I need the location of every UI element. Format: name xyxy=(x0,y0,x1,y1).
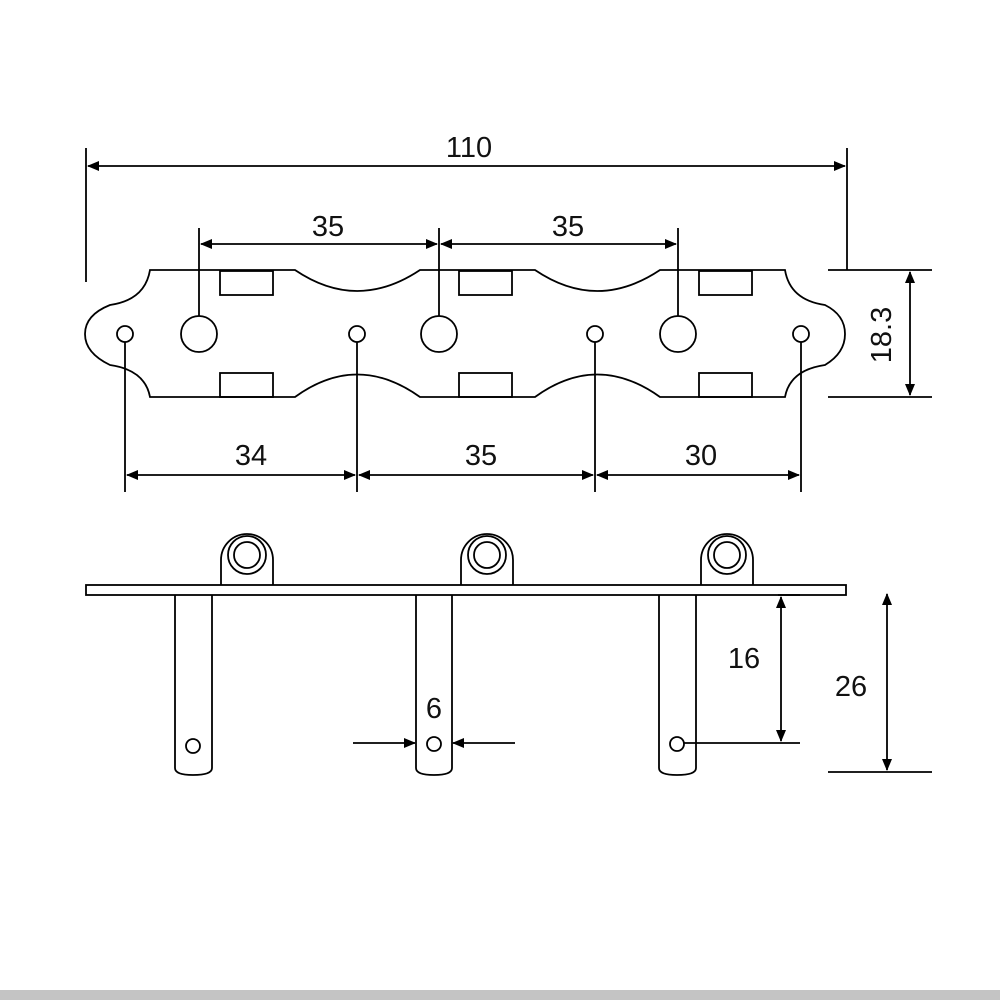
shaft-1 xyxy=(174,595,213,776)
bottom-edge-bar xyxy=(0,990,1000,1000)
dim-overall-length xyxy=(85,148,848,282)
label-screw-spacing-left: 34 xyxy=(235,440,267,472)
bushing-2 xyxy=(460,533,514,585)
label-total-height: 26 xyxy=(835,671,867,703)
dim-plate-height xyxy=(828,269,932,398)
slot-bottom-1 xyxy=(219,372,274,398)
post-hole-3 xyxy=(659,315,697,353)
label-screw-spacing-right: 30 xyxy=(685,440,717,472)
dim-total-height xyxy=(828,593,932,773)
label-plate-height: 18.3 xyxy=(866,307,898,363)
post-hole-2 xyxy=(420,315,458,353)
post-hole-1 xyxy=(180,315,218,353)
shaft-3 xyxy=(658,595,697,776)
slot-top-1 xyxy=(219,270,274,296)
plate-outline xyxy=(84,269,846,398)
label-overall-length: 110 xyxy=(446,132,492,164)
dim-hole-height xyxy=(684,594,800,744)
slot-top-3 xyxy=(698,270,753,296)
slot-top-2 xyxy=(458,270,513,296)
label-hole-height: 16 xyxy=(728,643,760,675)
slot-bottom-2 xyxy=(458,372,513,398)
label-post-spacing-right: 35 xyxy=(552,211,584,243)
side-view xyxy=(85,533,932,776)
dim-screw-spacing xyxy=(124,342,802,492)
screw-hole-3 xyxy=(586,325,604,343)
bushing-3 xyxy=(700,533,754,585)
bushing-1 xyxy=(220,533,274,585)
screw-hole-4 xyxy=(792,325,810,343)
shaft-2 xyxy=(415,595,453,776)
label-shaft-diameter: 6 xyxy=(426,693,442,725)
dim-post-spacing xyxy=(198,228,679,316)
side-plate xyxy=(85,584,847,596)
top-view xyxy=(84,148,932,492)
label-post-spacing-left: 35 xyxy=(312,211,344,243)
screw-hole-2 xyxy=(348,325,366,343)
label-screw-spacing-middle: 35 xyxy=(465,440,497,472)
screw-hole-1 xyxy=(116,325,134,343)
slot-bottom-3 xyxy=(698,372,753,398)
